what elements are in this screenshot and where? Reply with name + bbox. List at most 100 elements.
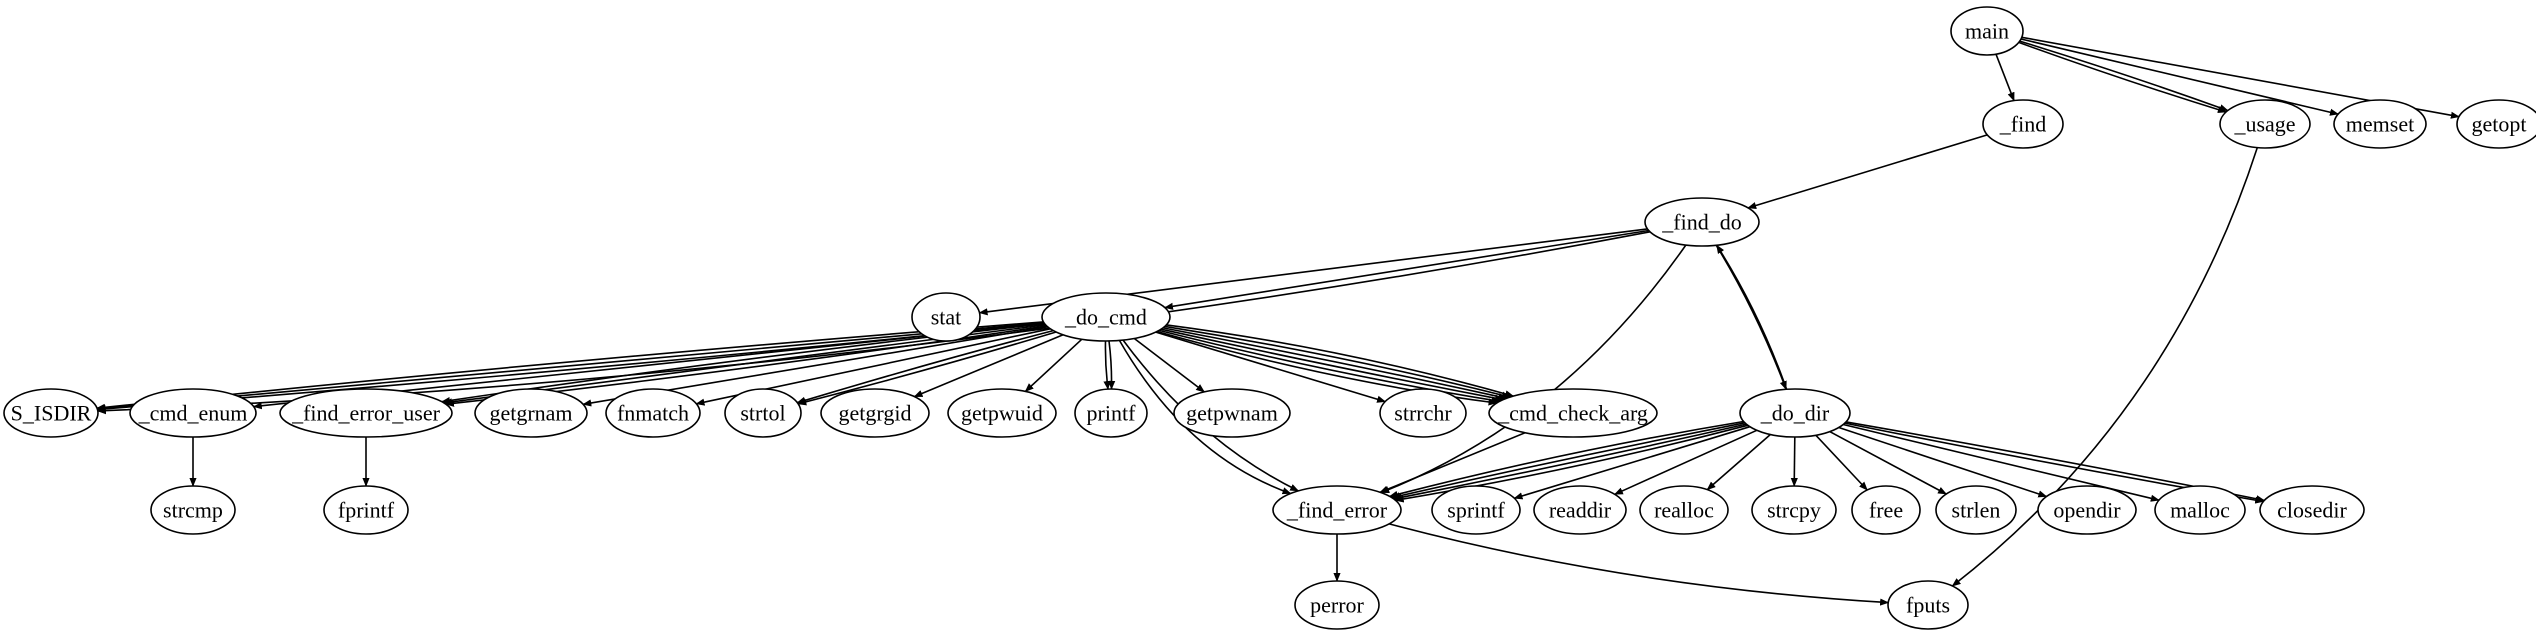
node-do-dir: _do_dir [1739,388,1851,438]
node-label: stat [931,305,962,330]
node-strcmp: strcmp [150,485,236,535]
node-shape [2333,99,2427,149]
edge-main-to-usage [2019,40,2229,112]
node-getgrgid: getgrgid [820,388,930,438]
node-s-isdir: S_ISDIR [3,388,99,438]
node-shape [1379,388,1467,438]
node-shape [605,388,701,438]
node-shape [129,388,257,438]
node-cmd-enum: _cmd_enum [129,388,257,438]
edge-do-dir-to-find-error [1390,422,1745,500]
node-label: main [1965,19,2009,44]
edge-find-do-to-find-error [1380,244,1687,494]
node-label: opendir [2053,498,2121,523]
edge-do-dir-to-strlen [1829,430,1947,495]
node-shape [1644,197,1760,247]
node-label: printf [1087,401,1137,426]
node-free: free [1851,485,1921,535]
node-label: memset [2346,112,2414,137]
node-shape [2154,485,2246,535]
edge-do-dir-to-free [1815,434,1868,491]
edge-do-cmd-to-cmd-check-arg [1162,327,1508,401]
node-strlen: strlen [1935,485,2017,535]
node-shape [1533,485,1627,535]
edge-do-dir-to-find-do [1716,244,1788,390]
node-label: strtol [740,401,785,426]
node-cmd-check-arg: _cmd_check_arg [1488,388,1658,438]
node-printf: printf [1074,388,1148,438]
node-shape [2259,485,2365,535]
edge-find-do-to-do-dir [1715,244,1787,391]
node-shape [1041,292,1171,342]
edge-do-dir-to-sprintf [1513,425,1751,500]
node-shape [1272,485,1402,535]
edge-cmd-check-arg-to-find-error [1379,431,1526,494]
node-shape [1935,485,2017,535]
node-strcpy: strcpy [1751,485,1837,535]
edge-main-to-usage [2018,41,2227,114]
edge-do-dir-to-find-error [1394,424,1748,503]
node-label: _cmd_enum [138,401,248,426]
node-label: strcpy [1767,498,1821,523]
node-label: _find [1999,112,2046,137]
edge-do-cmd-to-cmd-check-arg [1158,329,1501,404]
node-label: fprintf [338,498,395,523]
node-fprintf: fprintf [323,485,409,535]
edge-do-cmd-to-cmd-check-arg [1166,324,1515,398]
edge-do-cmd-to-getpwnam [1133,337,1206,393]
node-label: getpwnam [1186,401,1278,426]
node-fputs: fputs [1887,580,1969,630]
node-shape [1851,485,1921,535]
node-getpwnam: getpwnam [1173,388,1291,438]
edge-do-cmd-to-strtol [797,331,1057,406]
node-getpwuid: getpwuid [947,388,1057,438]
edge-find-do-to-do-cmd [1164,229,1649,310]
edge-do-cmd-to-getpwuid [1024,338,1083,393]
edge-do-cmd-to-getgrgid [913,334,1064,398]
edge-do-dir-to-find-error [1392,423,1747,501]
node-shape [150,485,236,535]
edge-do-cmd-to-strtol [796,329,1054,404]
node-shape [1739,388,1851,438]
node-label: strlen [1952,498,2001,523]
node-label: readdir [1549,498,1612,523]
node-find-do: _find_do [1644,197,1760,247]
node-label: _find_error_user [291,401,441,426]
edge-find-error-to-fputs [1388,523,1890,606]
node-label: fnmatch [617,401,689,426]
edge-main-to-memset [2020,38,2339,116]
node-label: free [1869,498,1903,523]
node-strtol: strtol [724,388,802,438]
edge-do-cmd-to-strrchr [1155,331,1387,403]
node-shape [820,388,930,438]
edge-find-to-find-do [1747,134,1988,209]
node-label: _do_cmd [1064,305,1147,330]
node-shape [279,388,453,438]
node-label: fputs [1906,593,1950,618]
node-label: _do_dir [1760,401,1830,426]
node-label: _find_error [1286,498,1388,523]
node-label: getgrnam [489,401,572,426]
node-shape [1431,485,1521,535]
node-readdir: readdir [1533,485,1627,535]
node-shape [1173,388,1291,438]
node-label: S_ISDIR [11,401,92,426]
node-shape [474,388,588,438]
node-opendir: opendir [2037,485,2137,535]
node-strrchr: strrchr [1379,388,1467,438]
node-label: closedir [2277,498,2347,523]
node-fnmatch: fnmatch [605,388,701,438]
edge-do-cmd-to-cmd-check-arg [1160,328,1504,402]
node-label: getopt [2472,112,2527,137]
node-shape [1751,485,1837,535]
node-main: main [1950,6,2024,56]
node-perror: perror [1294,580,1380,630]
node-shape [2456,99,2536,149]
node-label: _find_do [1661,210,1741,235]
node-malloc: malloc [2154,485,2246,535]
node-find-error: _find_error [1272,485,1402,535]
node-memset: memset [2333,99,2427,149]
node-shape [1639,485,1729,535]
edge-do-dir-to-find-error [1388,420,1744,498]
